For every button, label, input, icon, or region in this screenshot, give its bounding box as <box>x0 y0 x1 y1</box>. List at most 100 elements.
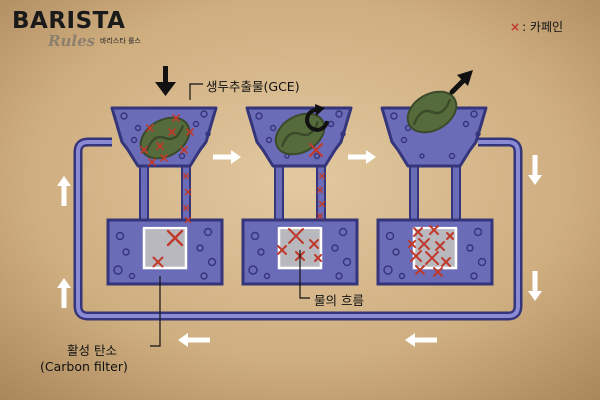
bubble <box>207 257 217 267</box>
caffeine-x-icon <box>180 146 188 154</box>
bubble <box>470 110 478 118</box>
caffeine-x-icon <box>408 240 416 248</box>
caffeine-x-icon <box>186 128 194 136</box>
caffeine-x-icon <box>182 204 190 212</box>
leader-lines <box>150 83 310 347</box>
legend: ×: 카페인 <box>510 18 563 35</box>
coffee-bean-icon <box>139 116 191 160</box>
flow-arrows <box>57 150 542 347</box>
bubble <box>192 120 200 128</box>
bubble <box>331 244 339 252</box>
connector-pipe <box>274 161 284 223</box>
flow-arrow-icon <box>213 150 241 164</box>
carbon-filter-label: 활성 탄소 <box>67 343 117 358</box>
filter-outline <box>142 228 188 270</box>
caffeine-x-icon <box>308 142 324 158</box>
caffeine-x-icon <box>318 172 326 180</box>
brand-korean: 바리스타 룰스 <box>100 37 141 45</box>
gce-label: 생두추출물(GCE) <box>206 79 300 94</box>
arrow-up-right-icon <box>449 70 473 95</box>
connector-pipe <box>139 161 149 223</box>
caffeine-x-icon <box>418 238 430 250</box>
bubble <box>338 227 348 237</box>
caffeine-x-icon <box>318 200 326 208</box>
caffeine-x-icon <box>415 265 425 275</box>
bubble <box>475 131 481 137</box>
carbon-filter-label-en: (Carbon filter) <box>40 359 128 374</box>
bubble <box>419 153 425 159</box>
bubble <box>400 136 408 144</box>
bubble <box>335 272 343 280</box>
caffeine-x-icon <box>433 267 443 277</box>
caffeine-x-icon <box>156 142 164 150</box>
caffeine-x-icon <box>429 225 439 235</box>
caffeine-x-icon <box>184 188 192 196</box>
caffeine-x-icon <box>410 250 422 262</box>
bubble <box>248 265 258 275</box>
bubble <box>203 227 213 237</box>
water-flow-label: 물의 흐름 <box>314 293 364 308</box>
bubble <box>115 231 125 241</box>
caffeine-x-icon <box>316 212 324 220</box>
caffeine-x-icon <box>140 146 148 154</box>
bubble <box>134 124 142 132</box>
bubble <box>120 112 128 120</box>
bubble <box>342 257 352 267</box>
caffeine-x-icon <box>172 114 180 122</box>
bubble <box>113 265 123 275</box>
bubble <box>122 248 130 256</box>
extraction-unit <box>376 90 494 286</box>
caffeine-x-icon <box>182 172 190 180</box>
bubble <box>392 248 400 256</box>
flow-arrow-icon <box>405 333 437 347</box>
bubble <box>178 152 186 160</box>
caffeine-x-icon <box>425 251 439 265</box>
flow-arrow-icon <box>178 333 210 347</box>
caffeine-x-icon <box>435 241 445 251</box>
bubble <box>196 244 204 252</box>
bubble <box>327 120 335 128</box>
bubble <box>257 248 265 256</box>
bubble <box>265 136 273 144</box>
caffeine-x-icon <box>288 228 304 244</box>
caffeine-x-icon <box>309 239 319 249</box>
bubble <box>269 124 277 132</box>
caffeine-x-icon <box>314 254 322 262</box>
bubble <box>466 244 474 252</box>
bubble <box>128 272 136 280</box>
bubble <box>250 231 260 241</box>
flow-arrow-icon <box>57 278 71 308</box>
extraction-unit <box>106 106 224 286</box>
caffeine-x-icon: × <box>510 20 521 34</box>
circulation-pipe <box>73 137 523 321</box>
bubble <box>340 131 346 137</box>
rotate-icon <box>305 104 329 132</box>
flow-arrow-icon <box>348 150 376 164</box>
bubble <box>383 265 393 275</box>
bubble <box>335 110 343 118</box>
flow-arrow-icon <box>528 155 542 185</box>
bubble <box>313 152 321 160</box>
bubble <box>473 227 483 237</box>
coffee-bean-icon <box>406 90 458 134</box>
bubble <box>200 110 208 118</box>
caffeine-x-icon <box>146 124 154 132</box>
bubble <box>263 272 271 280</box>
caffeine-x-icon <box>441 257 451 267</box>
bubble <box>470 272 478 280</box>
connector-pipe <box>409 161 419 223</box>
caffeine-x-icon <box>184 216 192 224</box>
brand-script: Rules <box>48 32 96 50</box>
caffeine-x-icon <box>166 229 184 247</box>
bubble <box>130 136 138 144</box>
bubble <box>200 272 208 280</box>
legend-text: : 카페인 <box>522 20 564 34</box>
bubble <box>390 112 398 120</box>
caffeine-x-icon <box>277 245 287 255</box>
bubble <box>255 112 263 120</box>
caffeine-x-icon <box>446 232 454 240</box>
bubble <box>462 120 470 128</box>
caffeine-x-icon <box>152 256 164 268</box>
